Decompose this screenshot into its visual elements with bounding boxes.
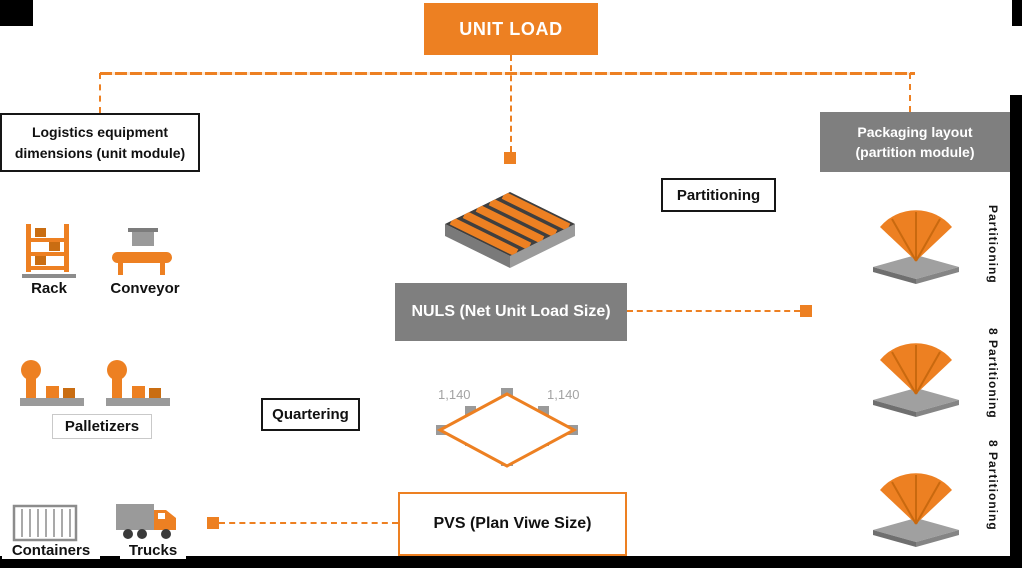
partition-pallet-icon <box>866 468 966 553</box>
partitioning-label: Partitioning <box>661 178 776 212</box>
partition-column-label: 8 Partitioning <box>986 328 1000 419</box>
frame-corner-top-left <box>0 0 33 26</box>
rack-label: Rack <box>31 280 67 297</box>
partition-pallet-icon <box>866 338 966 423</box>
left-branch-line1: Logistics equipment <box>31 124 169 141</box>
container-icon <box>12 498 78 549</box>
nuls-node-square <box>800 305 812 317</box>
plan-dimension-left: 1,140 <box>438 387 471 402</box>
pallet-isometric-icon <box>435 188 585 278</box>
nuls-box: NULS (Net Unit Load Size) <box>395 283 627 341</box>
trucks-label: Trucks <box>120 542 186 559</box>
truck-icon <box>114 494 180 551</box>
nuls-connector-line <box>627 310 800 312</box>
containers-label: Containers <box>2 542 100 559</box>
partition-column-label: 8 Partitioning <box>986 440 1000 531</box>
palletizer-icon <box>16 358 88 419</box>
unit-load-title: UNIT LOAD <box>424 3 598 55</box>
right-branch-box: Packaging layout (partition module) <box>820 112 1010 172</box>
pvs-node-square <box>207 517 219 529</box>
right-branch-line2: (partition module) <box>855 144 975 160</box>
rack-icon <box>20 222 80 285</box>
conveyor-icon <box>108 226 176 285</box>
right-branch-line1: Packaging layout <box>857 123 973 140</box>
palletizers-label: Palletizers <box>52 414 152 439</box>
frame-bottom-strip <box>0 556 1022 568</box>
pvs-box: PVS (Plan Viwe Size) <box>398 492 627 556</box>
conveyor-label: Conveyor <box>110 280 180 297</box>
frame-right-strip <box>1010 95 1022 568</box>
pvs-connector-line <box>219 522 398 524</box>
pallet-plan-view-icon <box>432 380 582 477</box>
plan-dimension-right: 1,140 <box>547 387 580 402</box>
left-drop-connector <box>99 73 101 113</box>
right-drop-connector <box>909 73 911 112</box>
frame-corner-top-right <box>1012 0 1022 26</box>
left-branch-box: Logistics equipment dimensions (unit mod… <box>0 113 200 172</box>
partition-column-label: Partitioning <box>986 205 1000 284</box>
center-node-square <box>504 152 516 164</box>
branch-horizontal-line <box>100 72 915 75</box>
palletizer-icon <box>102 358 174 419</box>
quartering-label: Quartering <box>261 398 360 431</box>
center-drop-connector <box>510 55 512 152</box>
partition-pallet-icon <box>866 205 966 290</box>
left-branch-line2: dimensions (unit module) <box>14 144 186 161</box>
